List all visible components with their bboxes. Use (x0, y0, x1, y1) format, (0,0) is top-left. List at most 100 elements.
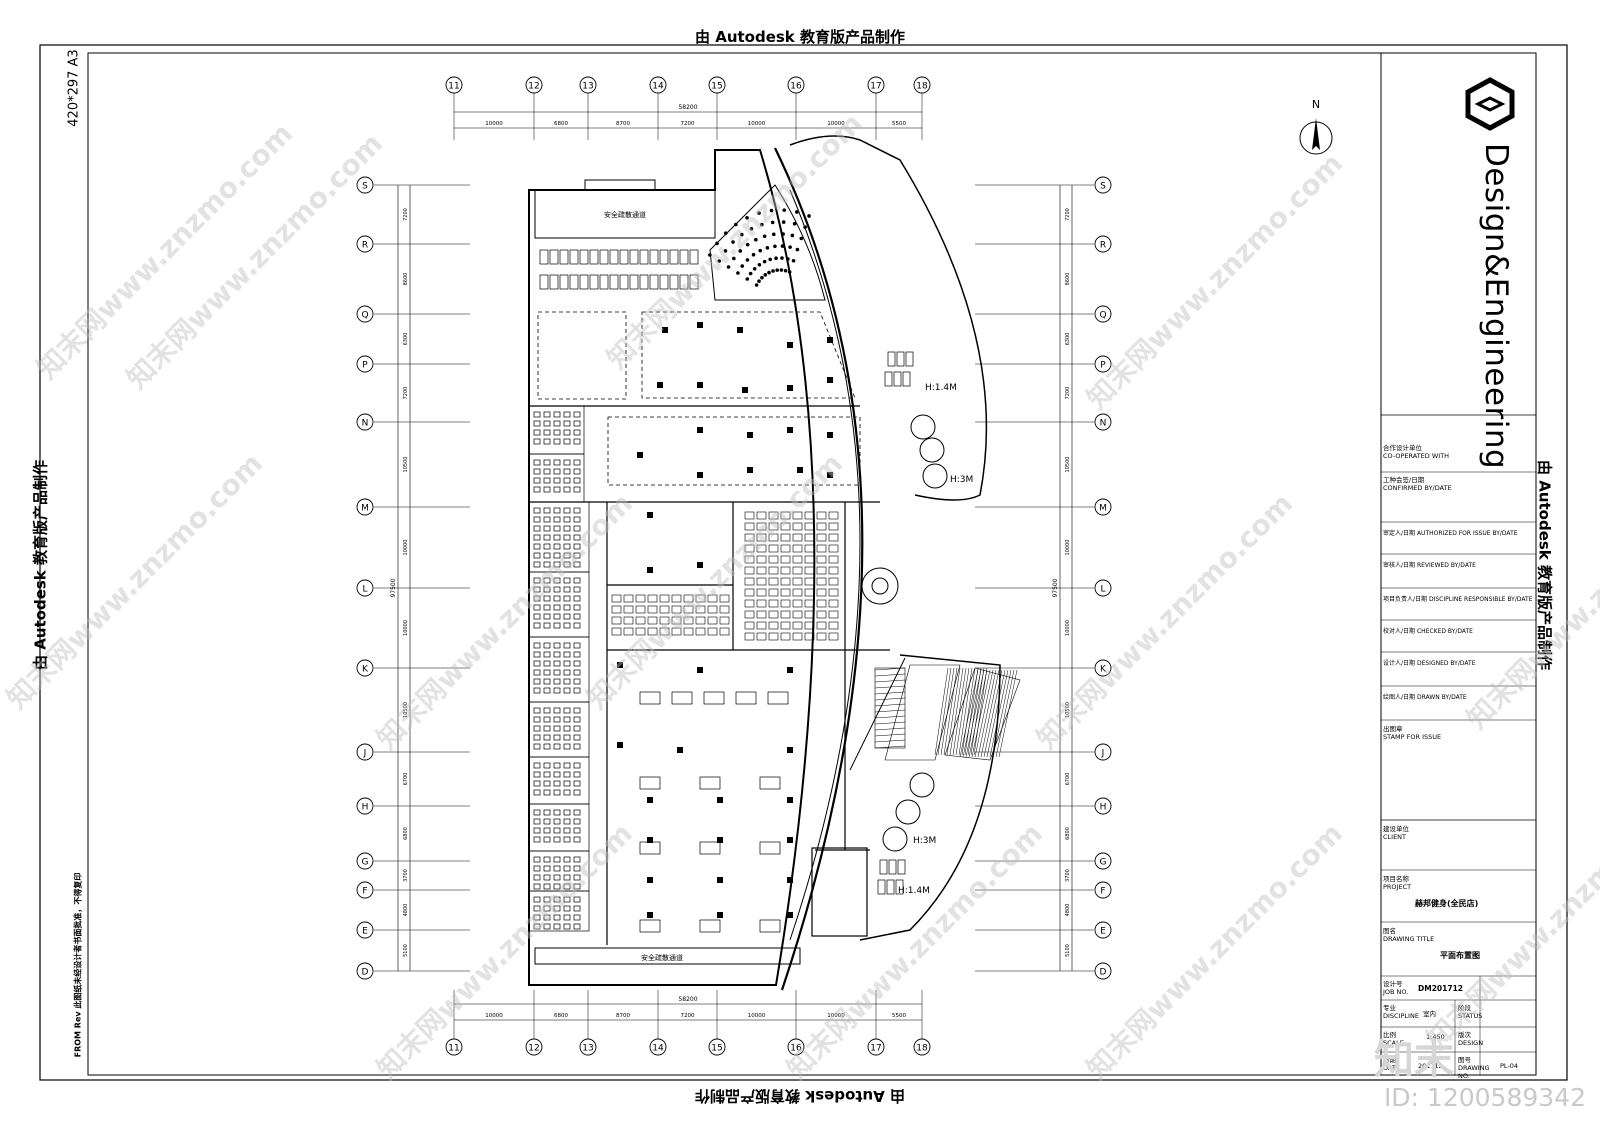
tb-project-name: 赫邦健身(全民店) (1415, 899, 1479, 908)
dim-label: 10000 (1065, 620, 1071, 636)
grid-col-label: 17 (870, 82, 881, 92)
zhimo-watermark: 知末 (1374, 1037, 1454, 1083)
dim-total-vertical: 97500 (390, 578, 397, 597)
grid-row-bubble (356, 579, 374, 597)
classroom-seats (611, 511, 839, 641)
height-label-3: H:3M (913, 836, 936, 846)
grid-row-label: D (362, 968, 369, 978)
grid-col-label: 14 (652, 82, 664, 92)
grid-row-bubble (1094, 962, 1112, 980)
grid-row-label: M (361, 504, 369, 514)
grid-row-label: R (1100, 241, 1106, 251)
grid-row-bubble (1094, 579, 1112, 597)
dim-total-vertical: 97500 (1052, 578, 1059, 597)
fan-seats (708, 208, 811, 287)
grid-row-bubble (356, 852, 374, 870)
grid-row-label: F (1100, 887, 1105, 897)
dim-label: 10000 (403, 620, 409, 636)
grid-row-bubble (356, 305, 374, 323)
dim-label: 10000 (748, 121, 766, 127)
corridor-top-label: 安全疏散通道 (604, 210, 646, 219)
grid-row-label: Q (1099, 311, 1106, 321)
grid-row-label: Q (361, 311, 368, 321)
height-label-1: H:1.4M (925, 383, 957, 393)
grid-row-label: K (362, 665, 369, 675)
grid-col-label: 11 (448, 82, 459, 92)
dim-label: 10000 (827, 121, 845, 127)
corridor-bottom (534, 947, 801, 965)
grid-row-label: H (1100, 803, 1107, 813)
dim-label: 6800 (554, 121, 568, 127)
grid-row-bubble (356, 498, 374, 516)
dim-label: 7200 (1065, 387, 1071, 400)
tb-drawing-title: 平面布置图 (1440, 951, 1480, 960)
dim-label: 5500 (892, 1013, 906, 1019)
dim-label: 6300 (403, 333, 409, 346)
dim-label: 5100 (403, 944, 409, 957)
corridor-top (534, 179, 716, 239)
dim-label: 6300 (1065, 333, 1071, 346)
grid-row-bubble (1094, 235, 1112, 253)
grid-col-label: 13 (582, 82, 593, 92)
grid-row-label: N (1100, 419, 1107, 429)
dim-label: 6800 (403, 827, 409, 840)
grid-col-label: 17 (870, 1044, 881, 1054)
grid-row-bubble (356, 921, 374, 939)
dim-label: 7200 (403, 387, 409, 400)
dim-label: 6800 (1065, 827, 1071, 840)
grid-row-bubble (356, 235, 374, 253)
dim-label: 10000 (485, 121, 503, 127)
dim-label: 10500 (1065, 457, 1071, 473)
interior-walls (529, 405, 890, 945)
grid-row-bubble (356, 659, 374, 677)
grid-col-label: 15 (711, 1044, 722, 1054)
dim-label: 10000 (748, 1013, 766, 1019)
dim-label: 10000 (485, 1013, 503, 1019)
edu-stamp-top: 由 Autodesk 教育版产品制作 (694, 28, 906, 46)
grid-col-label: 11 (448, 1044, 459, 1054)
grid-col-label: 15 (711, 82, 722, 92)
dim-label: 7200 (681, 1013, 695, 1019)
dim-label: 8700 (616, 1013, 630, 1019)
dim-label: 5500 (892, 121, 906, 127)
grid-row-label: G (362, 858, 369, 868)
grid-col-label: 16 (790, 1044, 802, 1054)
north-arrow-icon (1299, 118, 1333, 155)
dim-label: 8600 (403, 273, 409, 286)
grid-row-label: R (362, 241, 368, 251)
pools (861, 414, 948, 852)
grid-row-label: J (1101, 749, 1105, 759)
grid-row-bubble (1094, 305, 1112, 323)
grid-row-label: S (362, 182, 368, 192)
grid-row-label: S (1100, 182, 1106, 192)
tb-checked: 校对人/日期 CHECKED BY/DATE (1383, 628, 1473, 635)
grid-col-label: 12 (528, 82, 539, 92)
dim-label: 8600 (1065, 273, 1071, 286)
tb-authorized: 审定人/日期 AUTHORIZED FOR ISSUE BY/DATE (1383, 530, 1518, 537)
grid-row-bubble (1094, 355, 1112, 373)
grid-row-bubble (1094, 176, 1112, 194)
dim-label: 8700 (616, 121, 630, 127)
tb-discipline: 项目负责人/日期 DISCIPLINE RESPONSIBLE BY/DATE (1383, 596, 1533, 603)
left-service-rooms (528, 405, 590, 932)
grid-col-label: 18 (916, 1044, 928, 1054)
grid-row-bubble (356, 413, 374, 431)
grid-row-bubble (1094, 659, 1112, 677)
dim-label: 10000 (827, 1013, 845, 1019)
grid-col-label: 12 (528, 1044, 539, 1054)
dim-label: 7200 (1065, 208, 1071, 221)
dim-label: 6700 (1065, 773, 1071, 786)
tb-date-val: 201712 (1418, 1062, 1443, 1070)
grid-row-bubble (1094, 797, 1112, 815)
